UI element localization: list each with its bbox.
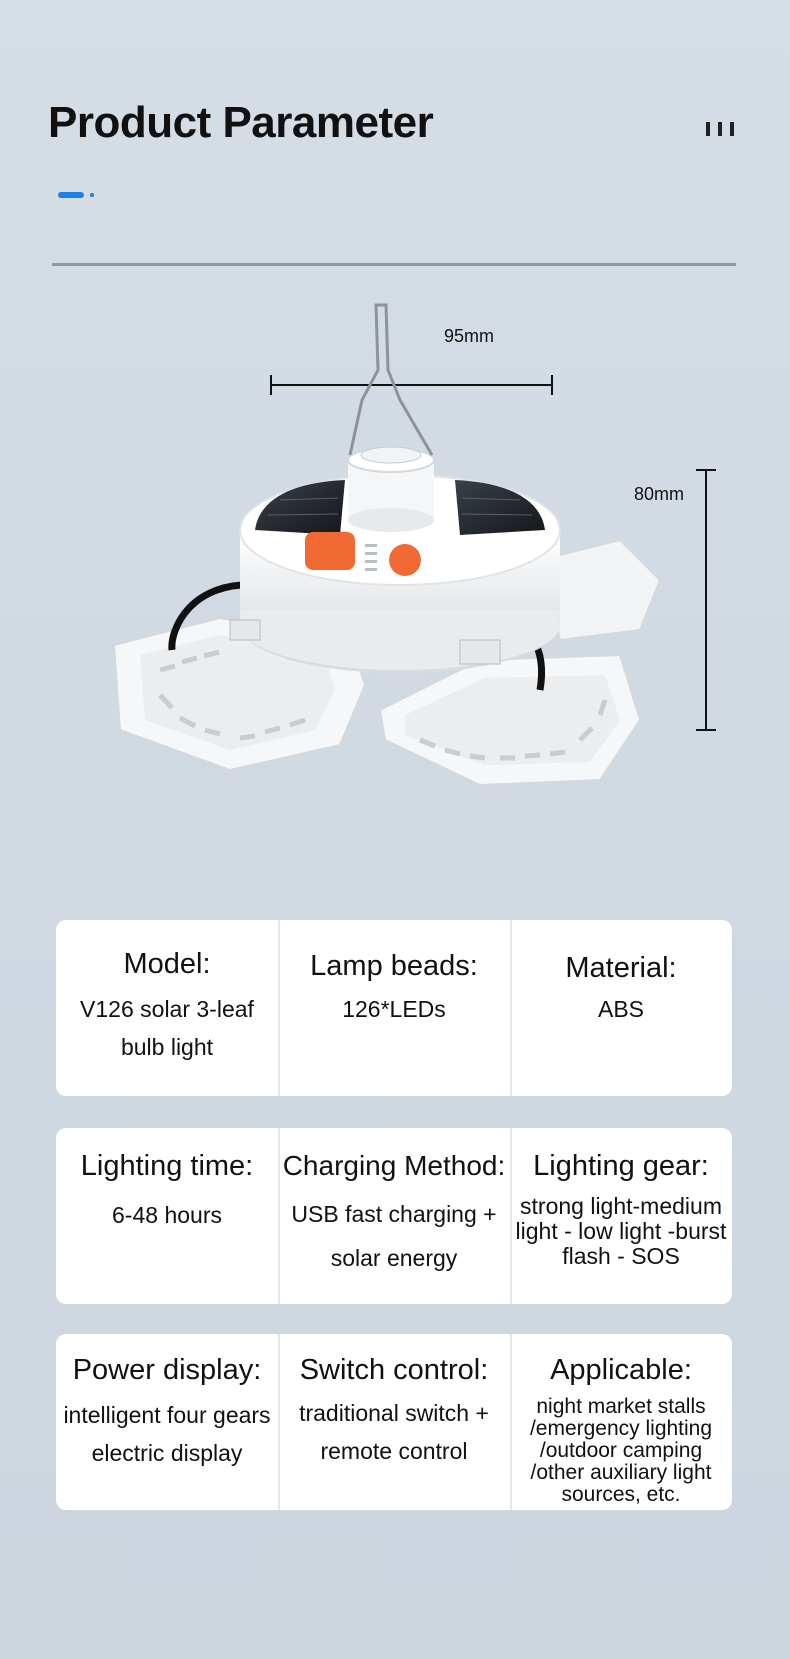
- mode-button: [389, 544, 421, 576]
- spec-value: strong light-medium light - low light -b…: [515, 1193, 727, 1269]
- spec-lamp-beads: Lamp beads: 126*LEDs: [278, 920, 510, 1096]
- menu-bars-icon: [706, 122, 738, 136]
- spec-label: Charging Method:: [282, 1150, 506, 1181]
- spec-label: Applicable:: [550, 1354, 692, 1386]
- spec-value: ABS: [597, 996, 645, 1022]
- spec-value: traditional switch + remote control: [299, 1400, 489, 1464]
- spec-label: Material:: [565, 952, 677, 984]
- spec-charging-method: Charging Method: USB fast charging + sol…: [278, 1128, 510, 1304]
- spec-value: night market stalls /emergency lighting …: [529, 1395, 713, 1506]
- spec-label: Power display:: [72, 1354, 262, 1386]
- spec-label: Lighting time:: [80, 1150, 254, 1182]
- spec-model: Model: V126 solar 3-leaf bulb light: [56, 920, 278, 1096]
- height-dimension-label: 80mm: [634, 484, 685, 504]
- spec-card-1: Model: V126 solar 3-leaf bulb light Lamp…: [56, 920, 732, 1096]
- spec-power-display: Power display: intelligent four gears el…: [56, 1334, 278, 1510]
- spec-value: 126*LEDs: [342, 996, 446, 1022]
- left-leaf: [112, 616, 367, 772]
- spec-switch-control: Switch control: traditional switch + rem…: [278, 1334, 510, 1510]
- page-title: Product Parameter: [48, 98, 434, 147]
- spec-value: 6-48 hours: [112, 1202, 222, 1228]
- spec-value: USB fast charging + solar energy: [291, 1201, 497, 1271]
- spec-label: Switch control:: [299, 1354, 489, 1386]
- solar-lamp-image: [112, 303, 716, 787]
- spec-label: Lamp beads:: [310, 950, 478, 982]
- spec-label: Lighting gear:: [533, 1150, 709, 1182]
- width-dimension-label: 95mm: [444, 326, 495, 346]
- spec-card-2: Lighting time: 6-48 hours Charging Metho…: [56, 1128, 732, 1304]
- right-leaf: [378, 653, 642, 787]
- spec-lighting-gear: Lighting gear: strong light-medium light…: [510, 1128, 732, 1304]
- spec-label: Model:: [123, 948, 211, 980]
- spec-applicable: Applicable: night market stalls /emergen…: [510, 1334, 732, 1510]
- spec-value: intelligent four gears electric display: [63, 1402, 271, 1466]
- spec-value: V126 solar 3-leaf bulb light: [80, 996, 254, 1060]
- title-divider: [52, 263, 736, 266]
- height-dimension-line: [696, 469, 716, 731]
- spec-card-3: Power display: intelligent four gears el…: [56, 1334, 732, 1510]
- power-button: [305, 532, 355, 570]
- width-dimension-line: [270, 375, 553, 395]
- lamp-body: [239, 303, 561, 673]
- spec-lighting-time: Lighting time: 6-48 hours: [56, 1128, 278, 1304]
- spec-material: Material: ABS: [510, 920, 732, 1096]
